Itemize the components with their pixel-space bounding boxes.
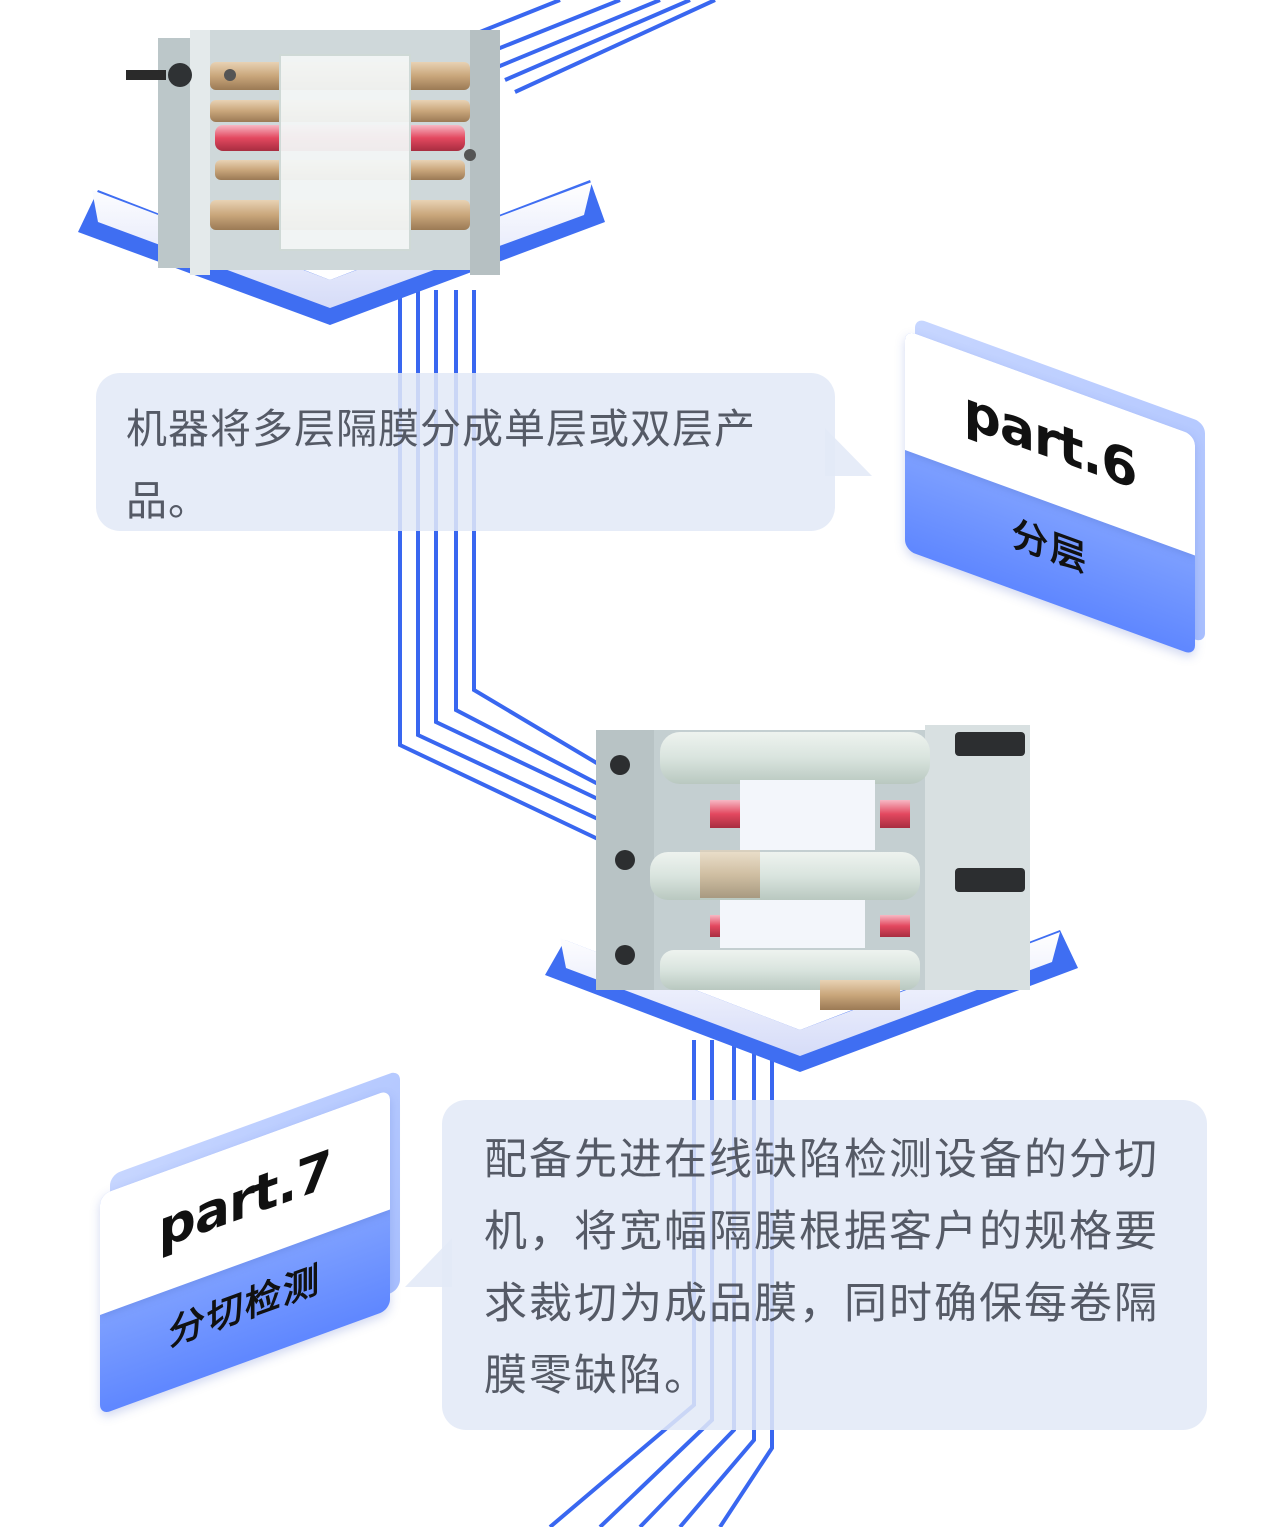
- part6-description-line-2: 品。: [126, 477, 210, 525]
- part7-description-line-4: 膜零缺陷。: [484, 1351, 709, 1401]
- part7-description-bubble: 配备先进在线缺陷检测设备的分切 机，将宽幅隔膜根据客户的规格要 求裁切为成品膜，…: [442, 1100, 1207, 1430]
- part6-description-bubble: 机器将多层隔膜分成单层或双层产 品。: [96, 373, 835, 531]
- part7-description-line-1: 配备先进在线缺陷检测设备的分切: [484, 1135, 1159, 1185]
- part7-description-line-2: 机，将宽幅隔膜根据客户的规格要: [484, 1207, 1159, 1257]
- part7-description-line-3: 求裁切为成品膜，同时确保每卷隔: [484, 1279, 1159, 1329]
- part6-description-line-1: 机器将多层隔膜分成单层或双层产: [126, 405, 756, 453]
